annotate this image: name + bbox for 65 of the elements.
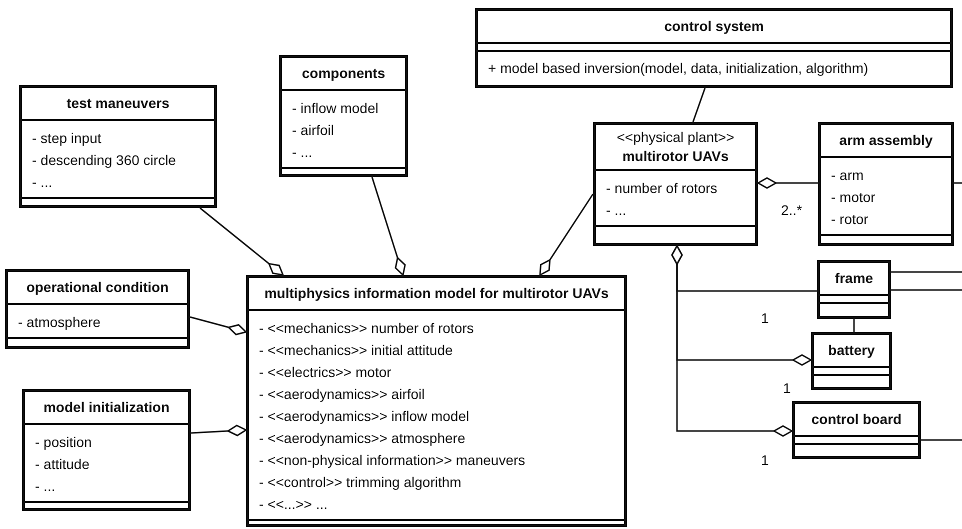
attribute-text: - position [35, 433, 93, 452]
aggregation-line [671, 245, 793, 437]
attribute-text: - attitude [35, 455, 90, 474]
class-name: multirotor UAVs [622, 148, 729, 165]
class-box [279, 55, 408, 177]
multiplicity-label: 2..* [780, 202, 804, 218]
class-box [811, 332, 892, 390]
attribute-text: - arm [831, 166, 865, 185]
attribute-text: - descending 360 circle [32, 151, 177, 170]
class-box [19, 85, 217, 208]
attribute-text: - <<aerodynamics>> airfoil [259, 385, 426, 404]
association-line [891, 271, 962, 273]
attribute-text: - motor [831, 188, 876, 207]
class-name: model initialization [43, 399, 170, 416]
attribute-text: - <<mechanics>> initial attitude [259, 341, 454, 360]
class-box [22, 389, 191, 511]
aggregation-line [190, 316, 247, 336]
class-name: components [302, 65, 386, 82]
association-line [891, 289, 962, 291]
class-name: test maneuvers [66, 95, 170, 112]
class-name: frame [834, 270, 874, 287]
multiplicity-label: 1 [782, 380, 792, 396]
association-line [954, 182, 962, 184]
attribute-text: - <<mechanics>> number of rotors [259, 319, 475, 338]
class-box [818, 122, 954, 246]
attribute-text: - <<non-physical information>> maneuvers [259, 451, 526, 470]
aggregation-line [190, 424, 247, 436]
attribute-text: - ... [35, 477, 56, 496]
aggregation-line [757, 177, 818, 189]
class-name: arm assembly [839, 132, 933, 149]
attribute-text: - rotor [831, 210, 870, 229]
attribute-text: - <<electrics>> motor [259, 363, 392, 382]
association-line [692, 88, 706, 122]
attribute-text: - ... [606, 201, 628, 220]
class-box [5, 269, 190, 349]
aggregation-line [539, 194, 594, 276]
attribute-text: - <<...>> ... [259, 495, 328, 514]
multiplicity-label: 1 [760, 452, 770, 468]
attribute-text: - inflow model [292, 99, 380, 118]
aggregation-line [200, 207, 284, 276]
class-box [246, 275, 627, 527]
attribute-text: - ... [32, 173, 54, 192]
multiplicity-label: 1 [760, 310, 770, 326]
operation-text: + model based inversion(model, data, initialization, algorithm) [488, 59, 870, 78]
class-name: control system [664, 18, 764, 35]
attribute-text: - ... [292, 143, 314, 162]
stereotype-label: <<physical plant>> [616, 129, 734, 146]
class-name: control board [811, 411, 902, 428]
attribute-text: - airfoil [292, 121, 336, 140]
association-line [921, 439, 962, 441]
class-box [792, 401, 921, 459]
attribute-text: - number of rotors [606, 179, 718, 198]
attribute-text: - <<control>> trimming algorithm [259, 473, 462, 492]
attribute-text: - <<aerodynamics>> inflow model [259, 407, 470, 426]
class-box [593, 122, 758, 246]
class-box [817, 260, 891, 319]
attribute-text: - atmosphere [18, 313, 102, 332]
class-box [475, 8, 953, 88]
attribute-text: - <<aerodynamics>> atmosphere [259, 429, 466, 448]
class-name: multiphysics information model for multirotor UAVs [264, 285, 609, 302]
attribute-text: - step input [32, 129, 102, 148]
aggregation-line [371, 176, 406, 276]
class-name: operational condition [26, 279, 169, 296]
class-name: battery [828, 342, 875, 359]
association-line [853, 319, 855, 332]
